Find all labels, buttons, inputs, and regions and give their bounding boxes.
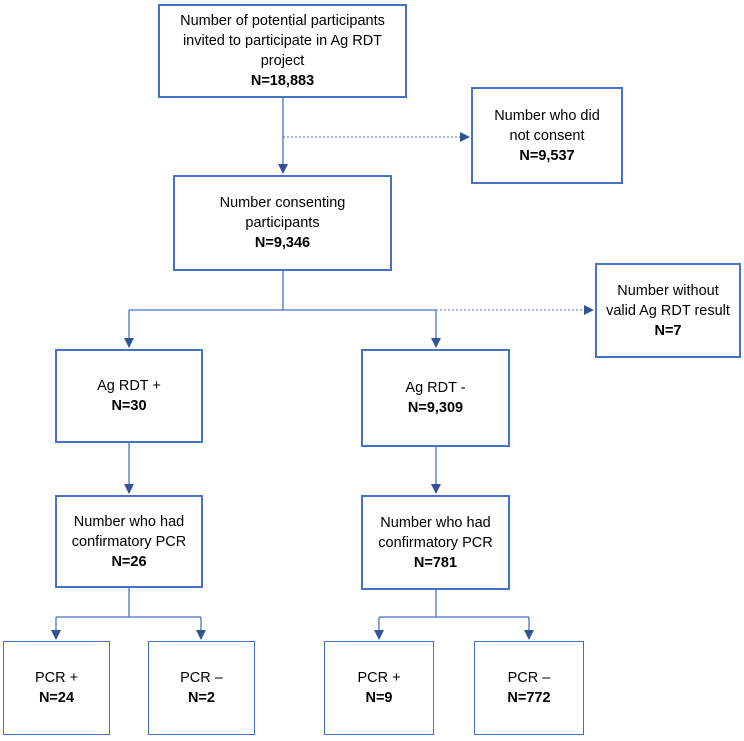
box-n-value: N=30: [111, 398, 147, 414]
box-text-line: Number who had: [380, 514, 491, 531]
flow-box-no-valid-result: Number without valid Ag RDT result N=7: [595, 263, 741, 358]
box-text-line: Ag RDT -: [405, 380, 466, 396]
box-n-value: N=9: [365, 690, 393, 706]
box-text-line: not consent: [509, 127, 585, 144]
box-n-value: N=772: [507, 690, 551, 706]
box-n-value: N=2: [187, 690, 215, 706]
flow-box-pcr-positive-right: PCR + N=9: [324, 641, 434, 735]
box-n-value: N=9,537: [519, 147, 575, 164]
box-text-line: Number consenting: [219, 195, 346, 211]
box-n-value: N=781: [413, 554, 458, 571]
box-text-line: project: [260, 53, 305, 69]
flow-box-pcr-negative-left: PCR – N=2: [148, 641, 255, 735]
box-text-line: Number of potential participants: [180, 13, 385, 29]
box-text-line: Number who had: [73, 513, 185, 530]
box-text-line: Ag RDT +: [97, 378, 161, 394]
box-n-value: N=9,309: [407, 400, 464, 416]
box-n-value: N=9,346: [254, 235, 311, 251]
box-text-line: invited to participate in Ag RDT: [182, 33, 383, 49]
box-text-line: confirmatory PCR: [378, 534, 493, 551]
box-text-line: PCR +: [357, 670, 401, 686]
flow-box-pcr-positive-left: PCR + N=24: [3, 641, 110, 735]
box-text-line: PCR +: [34, 670, 79, 686]
flow-box-ag-rdt-positive: Ag RDT + N=30: [55, 349, 203, 443]
box-n-value: N=26: [111, 553, 147, 570]
box-text-line: participants: [245, 215, 320, 231]
flow-box-confirmatory-pcr-right: Number who had confirmatory PCR N=781: [361, 495, 510, 590]
flow-box-invited: Number of potential participants invited…: [158, 4, 407, 98]
flow-box-not-consent: Number who did not consent N=9,537: [471, 87, 623, 184]
box-n-value: N=7: [654, 322, 682, 339]
flow-box-confirmatory-pcr-left: Number who had confirmatory PCR N=26: [55, 495, 203, 588]
flow-box-ag-rdt-negative: Ag RDT - N=9,309: [361, 349, 510, 447]
flow-box-consenting: Number consenting participants N=9,346: [173, 175, 392, 271]
box-text-line: Number without: [617, 282, 719, 299]
box-text-line: valid Ag RDT result: [606, 302, 730, 319]
box-text-line: PCR –: [180, 670, 223, 686]
box-text-line: confirmatory PCR: [71, 533, 187, 550]
box-n-value: N=18,883: [250, 73, 315, 89]
box-n-value: N=24: [38, 690, 75, 706]
flow-box-pcr-negative-right: PCR – N=772: [474, 641, 584, 735]
box-text-line: Number who did: [494, 107, 600, 124]
box-text-line: PCR –: [507, 670, 551, 686]
